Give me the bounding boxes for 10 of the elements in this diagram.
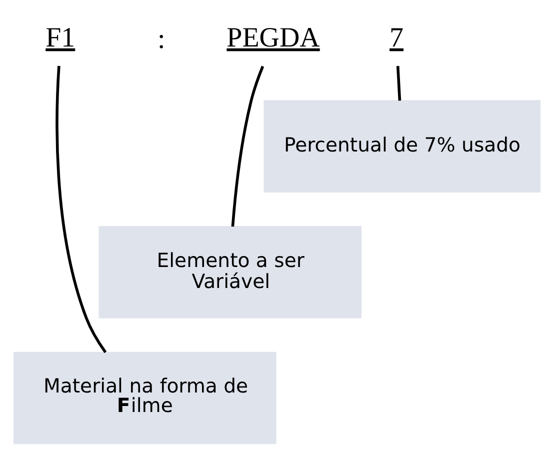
connector [56, 66, 107, 354]
node-text: F1 [46, 22, 76, 54]
node-text: 7 [390, 22, 404, 54]
node-box: Percentual de 7% usado [264, 100, 541, 192]
connector [231, 66, 264, 227]
connector [396, 66, 402, 101]
label: : [157, 24, 166, 55]
node-box: Material na forma de Filme [13, 352, 276, 444]
node-text: PEGDA [226, 22, 320, 54]
node-box: Elemento a ser Variável [98, 226, 362, 318]
